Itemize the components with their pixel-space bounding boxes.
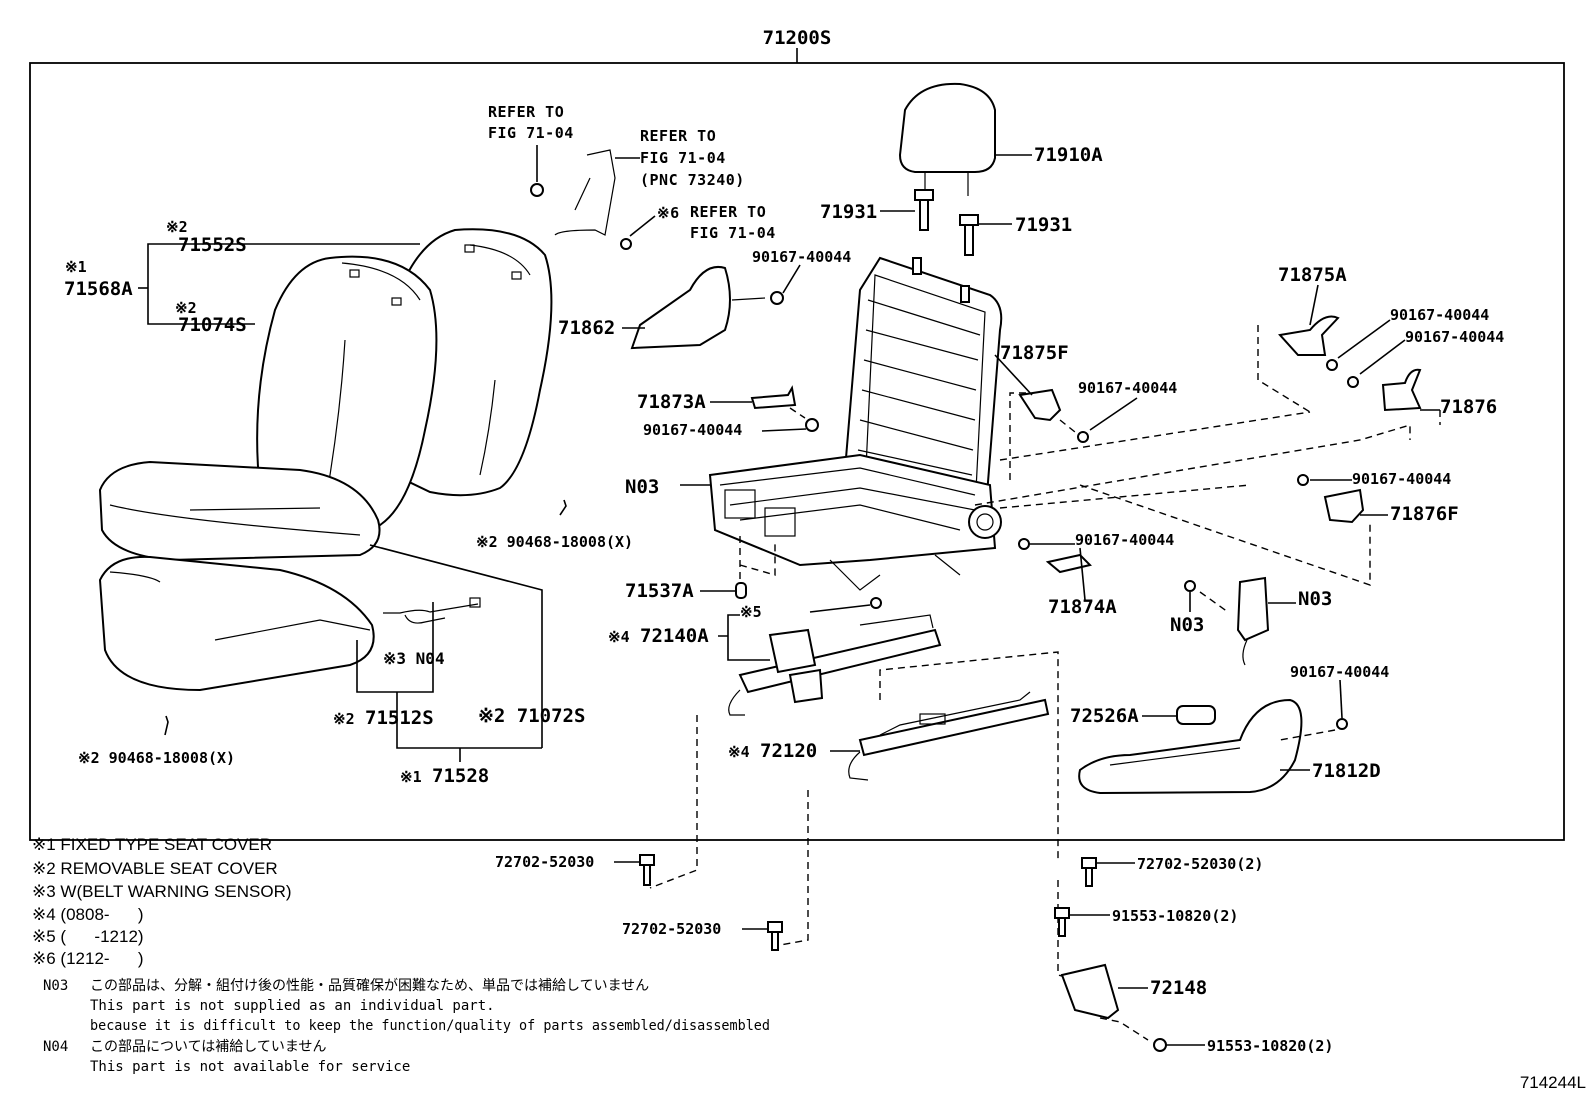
cover-71876f-shape	[1323, 488, 1365, 524]
belt-anchor-shape	[554, 149, 616, 236]
label-bolt-91553-a: 91553-10820(2)	[1112, 907, 1238, 925]
label-71862: 71862	[558, 317, 615, 339]
label-bolt-c: 90167-40044	[1078, 379, 1177, 397]
label-71072s: ※2 71072S	[478, 705, 585, 727]
label-71910a: 71910A	[1034, 144, 1103, 166]
label-bolt-f: 90167-40044	[1352, 470, 1451, 488]
label-71512s: 71512S	[365, 707, 434, 729]
cover-71875a-shape	[1278, 315, 1340, 356]
label-72120: 72120	[760, 740, 817, 762]
note-n04-code: N04	[43, 1039, 68, 1055]
note-n03-en1: This part is not supplied as an individu…	[90, 998, 495, 1014]
note-n04-en: This part is not available for service	[90, 1059, 410, 1075]
headrest-support-a-shape	[914, 189, 934, 231]
label-bolt-d: 90167-40044	[1390, 306, 1489, 324]
label-72526a: 72526A	[1070, 705, 1139, 727]
bracket-72148-shape	[1060, 963, 1120, 1020]
cushion-cover-lower-shape	[98, 555, 375, 692]
label-71874a: 71874A	[1048, 596, 1117, 618]
label-bolt-h: 90167-40044	[1290, 663, 1389, 681]
label-hog-ring-b: ※2 90468-18008(X)	[78, 749, 235, 767]
legend-1: ※1 FIXED TYPE SEAT COVER	[32, 835, 272, 854]
legend-3: ※3 W(BELT WARNING SENSOR)	[32, 882, 292, 901]
ref1-line1: REFER TO	[488, 103, 564, 121]
ref2-line2: FIG 71-04	[640, 149, 726, 167]
note-n03-jp: この部品は、分解・組付け後の性能・品質確保が困難なため、単品では補給していません	[90, 978, 649, 994]
ref3-line2: FIG 71-04	[690, 224, 776, 242]
bolt-91553-a-shape	[1054, 907, 1070, 937]
figure-code: 714244L	[1520, 1073, 1586, 1092]
label-71931-b: 71931	[1015, 214, 1072, 236]
label-n04: ※3 N04	[383, 649, 445, 668]
label-bolt-72702-c: 72702-52030(2)	[1137, 855, 1263, 873]
legend-5: ※5 ( -1212)	[32, 927, 144, 946]
assembly-label: 71200S	[763, 27, 832, 49]
cover-71875f-shape	[1018, 388, 1062, 422]
label-n03-buckle: N03	[1298, 588, 1332, 610]
shield-71812d-shape	[1078, 698, 1303, 795]
ref1-line2: FIG 71-04	[488, 124, 574, 142]
cushion-cover-upper-shape	[98, 460, 381, 562]
label-mark-71552s: ※2	[166, 218, 188, 236]
legend-6: ※6 (1212- )	[32, 949, 144, 968]
bracket-71874a-shape	[1045, 553, 1092, 574]
knob-72526a-shape	[1176, 705, 1216, 725]
ref2-line3: (PNC 73240)	[640, 171, 745, 189]
label-mark-71074s: ※2	[175, 299, 197, 317]
label-mark-72140a: ※4	[608, 628, 630, 646]
bolt-72702-c-shape	[1081, 857, 1097, 887]
label-71552s: 71552S	[178, 234, 247, 256]
label-71812d: 71812D	[1312, 760, 1381, 782]
label-mark-5: ※5	[740, 603, 762, 621]
label-72140a: 72140A	[640, 625, 709, 647]
ref3-mark: ※6	[657, 204, 680, 222]
note-n03-en2: because it is difficult to keep the func…	[90, 1018, 770, 1034]
label-71931-a: 71931	[820, 201, 877, 223]
legend-4: ※4 (0808- )	[32, 905, 144, 924]
label-mark-71528: ※1	[400, 768, 422, 786]
legend-2: ※2 REMOVABLE SEAT COVER	[32, 859, 278, 878]
headrest-support-b-shape	[959, 214, 979, 256]
label-bolt-72702-b: 72702-52030	[622, 920, 721, 938]
label-n03-buckle-bolt: N03	[1170, 614, 1204, 636]
label-bolt-72702-a: 72702-52030	[495, 853, 594, 871]
label-71876: 71876	[1440, 396, 1497, 418]
adjuster-72140a-shape	[728, 597, 942, 716]
belt-buckle-shape	[1236, 576, 1270, 642]
headrest-shape	[898, 82, 996, 173]
label-hog-ring-a: ※2 90468-18008(X)	[476, 533, 633, 551]
label-n03-frame: N03	[625, 476, 659, 498]
label-71528: 71528	[432, 765, 489, 787]
bracket-71873a-shape	[750, 385, 797, 410]
label-bolt-e: 90167-40044	[1405, 328, 1504, 346]
label-71876f: 71876F	[1390, 503, 1459, 525]
label-71873a: 71873A	[637, 391, 706, 413]
label-71074s: 71074S	[178, 314, 247, 336]
bolt-72702-a-shape	[639, 854, 655, 886]
label-bolt-g: 90167-40044	[1075, 531, 1174, 549]
label-71537a: 71537A	[625, 580, 694, 602]
note-n03-code: N03	[43, 978, 68, 994]
wire-71537a-shape	[735, 582, 747, 599]
label-71875f: 71875F	[1000, 342, 1069, 364]
adjuster-72120-shape	[848, 691, 1050, 781]
label-72148: 72148	[1150, 977, 1207, 999]
seat-frame-shape	[708, 256, 1003, 591]
cover-71876-shape	[1381, 368, 1422, 412]
label-bolt-a: 90167-40044	[752, 248, 851, 266]
label-mark-72120: ※4	[728, 743, 750, 761]
label-bolt-91553-b: 91553-10820(2)	[1207, 1037, 1333, 1055]
bolt-72702-b-shape	[767, 921, 783, 951]
label-mark-71512s: ※2	[333, 710, 355, 728]
label-71875a: 71875A	[1278, 264, 1347, 286]
ref2-line1: REFER TO	[640, 127, 716, 145]
label-mark-71568a: ※1	[65, 258, 87, 276]
note-n04-jp: この部品については補給していません	[90, 1039, 326, 1055]
label-71568a: 71568A	[64, 278, 133, 300]
shield-71862-shape	[630, 266, 731, 350]
ref3-line1: REFER TO	[690, 203, 766, 221]
label-bolt-b: 90167-40044	[643, 421, 742, 439]
sensor-harness-shape	[383, 603, 479, 624]
